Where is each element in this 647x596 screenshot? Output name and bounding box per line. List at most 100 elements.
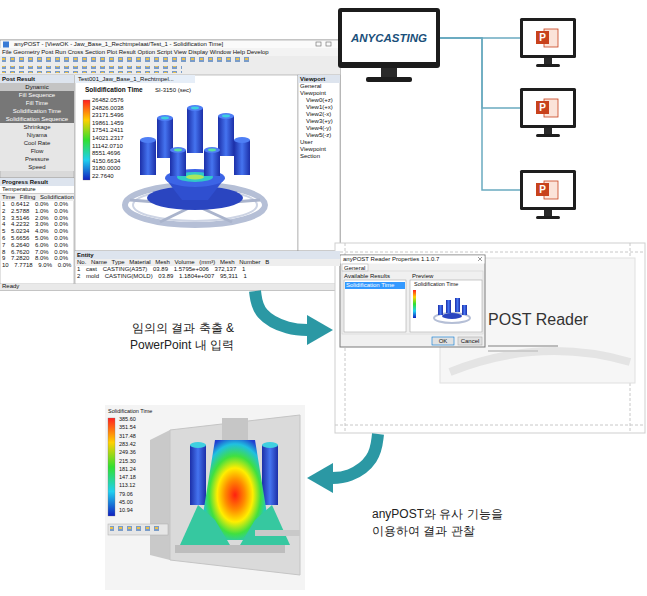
monitor-art [381,68,397,77]
text-slot: 317.48 [119,433,136,439]
text-slot: File Geometry Post Run Cross Section Plo… [2,49,269,56]
ppt-monitor-art [520,18,576,219]
text-slot: Niyama [0,131,74,139]
text-slot: Cool Rate [0,139,74,147]
text-slot: General [344,265,365,272]
software-window: anyPOST - [ViewOK - Jaw_Base_1_Rechtmpel… [0,40,340,290]
software-window-art [75,75,298,251]
text-slot: 147.18 [119,474,136,480]
casting-render [125,105,265,225]
reader-dialog-art [345,282,405,289]
label-text: File Geometry Post Run Cross Section Plo… [2,49,269,56]
text-slot: Entity [75,251,340,259]
post-result-panel: Post ResultDynamicFill SequenceFill Time… [0,75,74,178]
text-slot: Speed [0,163,74,171]
label-text: 4 4.2232 3.0% 0.0% [0,221,74,228]
text-slot: 45.00 [119,499,133,505]
label-text: 10.94 [119,507,133,513]
text-slot: 17541.2411 [92,127,123,134]
text-slot: Time Filling Solidification [0,194,74,201]
text-slot: 4150.6634 [92,158,120,165]
label-text: 11142.0710 [92,143,123,150]
text-slot: anyPOST Reader Properties 1.1.0.7 [343,256,439,263]
ppt-monitor-art [536,64,560,67]
text-slot: Flow [0,147,74,155]
reader-dialog-art [458,337,482,345]
casting-render [204,147,220,153]
text-slot: 26482.0576 [92,97,124,104]
label-text: 249.36 [119,449,136,455]
casting-render [187,105,203,111]
connector [440,38,520,108]
monitor-art [366,77,412,82]
label-text: 5 5.0234 4.0% 0.0% [0,228,74,235]
text-slot: 3180.0000 [92,165,120,172]
result-view-art [262,445,278,505]
text-slot: Solidification Time [0,107,74,115]
ppt-monitor-art [520,88,576,128]
text-slot: 1 0.6412 0.0% 0.0% [0,201,74,208]
reader-dialog-art [341,256,485,264]
label-text: Progress Result [0,178,74,186]
result-view-art [108,418,115,516]
ppt-monitor-art [536,216,560,219]
label-text: 1 cast CASTING(A357) 03.89 1.5795e+006 3… [75,266,340,273]
text-slot: Available Results [344,273,390,280]
text-slot: ANYCASTING [351,32,427,44]
reader-dialog-art [342,264,368,271]
result-view-art [105,405,305,590]
casting-render [157,115,173,121]
label-text: P [536,183,549,196]
text-slot: Dynamic [0,83,74,91]
label-text: Section [298,153,340,160]
text-slot: 113.12 [119,482,135,488]
label-text: Dynamic [0,83,74,91]
result-view-art [255,530,300,536]
label-text: Pressure [0,155,74,163]
text-slot: Post Result [0,75,74,83]
reader-dialog-art [478,257,482,261]
result-view-art [105,405,305,590]
label-text: Fill Time [0,99,74,107]
text-slot: 22.7640 [92,173,114,180]
result-view-art [262,442,278,448]
label-text: 7 6.2640 6.0% 0.0% [0,242,74,249]
software-window-art [83,100,90,180]
label-text: Cool Rate [0,139,74,147]
text-slot: 14021.2317 [92,135,124,142]
text-slot: General Viewpoint [298,83,340,97]
ppt-monitor: P [520,88,576,128]
text-slot: 7 6.2640 6.0% 0.0% [0,242,74,249]
casting-render [204,150,220,176]
view-panel: Test001_Jaw_Base_1_Rechtmpel...Solidific… [75,75,298,251]
label-text: View1(+x) [298,104,340,111]
label-text: Solidification Time [414,281,458,287]
result-view-art [108,524,168,535]
text-slot: 2 mold CASTING(MOLD) 03.89 1.1804e+007 9… [75,273,340,280]
text-slot: P [536,183,549,196]
ppt-slide: POST ReaderanyPOST Reader Properties 1.1… [335,243,645,433]
software-window-art [2,66,182,73]
monitor-art [342,12,436,62]
entity-panel: EntityNo. Name Type Material Mesh Volume… [75,251,340,284]
monitor-screen: ANYCASTING [338,8,440,68]
label-text: Time Filling Solidification [0,194,74,201]
text-slot: Solidification Time [85,86,143,93]
label-text: No. Name Type Material Mesh Volume (mm³)… [75,259,340,266]
software-window-art [1,41,340,49]
label-text: 79.06 [119,491,133,497]
text-slot: 181.24 [119,466,136,472]
label-text: Shrinkage [0,123,74,131]
label-text: 351.54 [119,424,136,430]
software-window-art [298,75,340,251]
label-text: 1 0.6412 0.0% 0.0% [0,201,74,208]
text-slot: P [536,31,549,44]
label-text: 17541.2411 [92,127,123,134]
label-text: Entity [75,251,340,259]
software-window-art [75,75,195,83]
text-slot: 1 cast CASTING(A357) 03.89 1.5795e+006 3… [75,266,340,273]
reader-dialog-art [340,255,485,347]
label-text: Post Result [0,75,74,83]
text-slot: 8 6.7620 7.0% 0.0% [0,249,74,256]
progress-panel: Progress ResultTemperatureTime Filling S… [0,178,74,284]
